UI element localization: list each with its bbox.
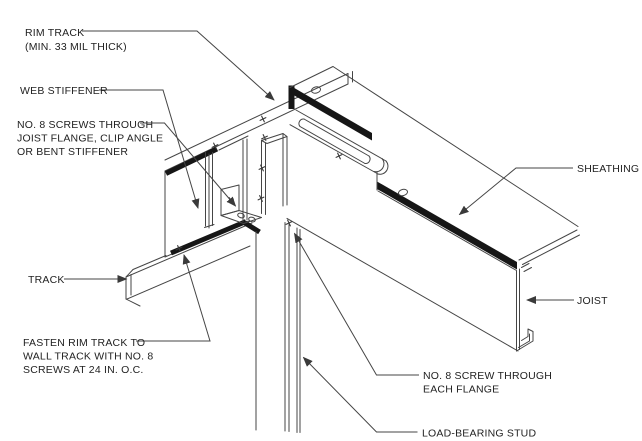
screw-mark bbox=[211, 142, 219, 150]
obround-outer-cap-inner bbox=[373, 158, 385, 173]
stiffener-base bbox=[204, 224, 215, 228]
joist bbox=[286, 190, 534, 352]
obround-outer-lower bbox=[289, 124, 379, 175]
wall-track bbox=[125, 220, 261, 307]
screw-mark bbox=[261, 134, 268, 141]
screw-mark bbox=[257, 195, 265, 202]
bent-stiffener-channel bbox=[261, 133, 288, 215]
web-stiffener bbox=[204, 152, 215, 229]
sheathing-panel bbox=[288, 66, 580, 270]
joist-bottom-lip-inner bbox=[518, 333, 530, 348]
fasten-label-line2: WALL TRACK WITH NO. 8 bbox=[23, 351, 153, 363]
panel-bottom-band bbox=[170, 219, 247, 256]
rim-track-label-line1: RIM TRACK bbox=[25, 27, 84, 39]
rim-track-corner-end bbox=[242, 138, 248, 222]
obround-hole-upper bbox=[303, 118, 370, 157]
sheathing-leader bbox=[458, 167, 573, 216]
obround-hole-right-cap bbox=[364, 155, 371, 164]
joist-label: JOIST bbox=[577, 295, 608, 307]
screw-mark bbox=[335, 152, 343, 160]
obround-hole-left-cap bbox=[298, 118, 305, 127]
screw-mark bbox=[258, 164, 266, 172]
track-label: TRACK bbox=[28, 274, 65, 286]
joist-top-break-tick-1 bbox=[521, 263, 530, 268]
sheathing-right-break-1 bbox=[518, 229, 578, 261]
track-end-bottom-slant bbox=[125, 298, 141, 307]
load-bearing-stud-label: LOAD-BEARING STUD bbox=[422, 428, 536, 440]
panel-top-band-thin-cont bbox=[218, 135, 249, 151]
web-stiffener-leader bbox=[99, 89, 200, 209]
panel-top-band bbox=[164, 146, 219, 176]
rim-track-label-line2: (MIN. 33 MIL THICK) bbox=[25, 41, 127, 53]
screws-through-label-line2: JOIST FLANGE, CLIP ANGLE bbox=[17, 133, 163, 145]
clip-angle-hole-1 bbox=[237, 212, 245, 219]
no8-each-flange-leader bbox=[293, 232, 419, 376]
clip-angle-hole-2 bbox=[248, 216, 256, 223]
sheathing-right-break-2 bbox=[522, 234, 580, 265]
screws-through-label-line3: OR BENT STIFFENER bbox=[17, 146, 128, 158]
no8-each-flange-label-line2: EACH FLANGE bbox=[423, 384, 499, 396]
screw-mark bbox=[285, 219, 293, 227]
rim-track-strip bbox=[164, 71, 353, 172]
no8-each-flange-label-line1: NO. 8 SCREW THROUGH bbox=[423, 370, 552, 382]
labels: RIM TRACK (MIN. 33 MIL THICK) WEB STIFFE… bbox=[17, 27, 639, 440]
screws-through-leader bbox=[140, 122, 237, 207]
sheathing-screw-hole-2 bbox=[397, 188, 409, 197]
joist-bottom-lip-outer bbox=[516, 328, 534, 352]
sheathing-edge-band-2 bbox=[377, 181, 517, 270]
sheathing-edge-band-1 bbox=[290, 85, 372, 141]
track-front-top-edge bbox=[125, 222, 253, 278]
fasten-label-line1: FASTEN RIM TRACK TO bbox=[23, 337, 145, 349]
rim-track-strip-upper-edge bbox=[164, 73, 349, 161]
rim-track-leader bbox=[82, 30, 275, 101]
rim-track-obround-piece bbox=[289, 109, 389, 175]
joist-top-edge bbox=[377, 190, 517, 271]
load-bearing-stud-leader bbox=[302, 356, 418, 433]
screw-mark bbox=[175, 245, 183, 252]
obround-outer-upper bbox=[295, 109, 387, 162]
corner-bottom-band bbox=[243, 220, 261, 235]
obround-outer-cap bbox=[377, 160, 389, 175]
sheathing-left-break-edge bbox=[289, 66, 334, 88]
joist-bottom-edge bbox=[286, 217, 519, 352]
track-back-top-edge bbox=[132, 255, 167, 270]
clip-angle bbox=[220, 184, 262, 224]
sheathing-corner-bar bbox=[288, 85, 295, 109]
fasten-leader bbox=[136, 254, 211, 342]
obround-hole-lower bbox=[299, 126, 366, 164]
rim-track-web-panel bbox=[164, 135, 250, 258]
sheathing-far-edge bbox=[332, 66, 579, 227]
joist-top-break-tick-2 bbox=[523, 267, 532, 272]
load-bearing-stud bbox=[255, 222, 301, 433]
clip-angle-flat-leg bbox=[220, 210, 262, 224]
track-front-bottom-edge bbox=[126, 245, 251, 300]
sheathing-label: SHEATHING bbox=[577, 163, 639, 175]
fasten-label-line3: SCREWS AT 24 IN. O.C. bbox=[23, 364, 144, 376]
web-stiffener-label: WEB STIFFENER bbox=[20, 85, 108, 97]
screw-mark bbox=[259, 115, 267, 123]
rim-track-strip-lower-edge bbox=[164, 83, 349, 172]
screws-through-label-line1: NO. 8 SCREWS THROUGH bbox=[17, 119, 153, 131]
leader-lines bbox=[64, 30, 574, 433]
sheathing-screw-hole-1 bbox=[310, 86, 322, 94]
